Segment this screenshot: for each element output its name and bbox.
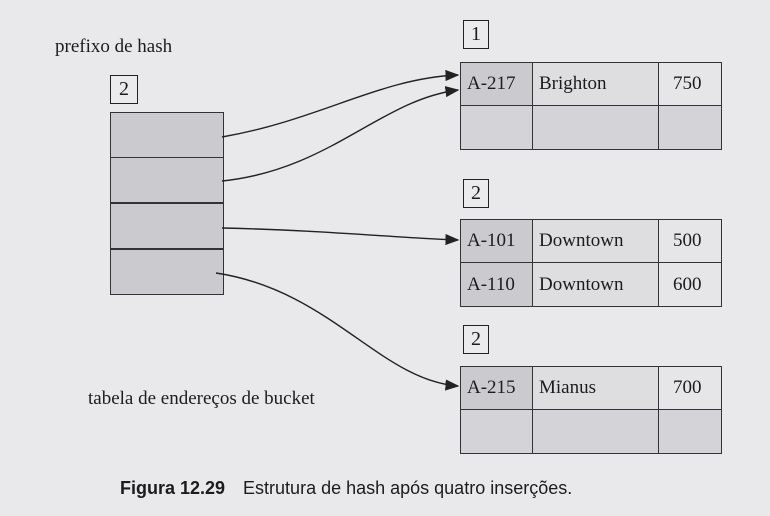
branch-name: Downtown — [533, 220, 659, 262]
bucket-3-empty-slot — [461, 410, 721, 453]
bucket-1-local-depth: 1 — [463, 20, 489, 49]
bucket-3-record: A-215 Mianus 700 — [461, 367, 721, 410]
hash-prefix-label: prefixo de hash — [55, 36, 173, 57]
global-depth-box: 2 — [110, 75, 138, 104]
figure-caption: Figura 12.29 Estrutura de hash após quatr… — [120, 478, 572, 499]
balance: 600 — [659, 263, 721, 306]
pointer-arrow-01 — [221, 86, 460, 182]
bucket-1: A-217 Brighton 750 — [460, 62, 722, 150]
pointer-arrow-10 — [221, 227, 460, 246]
directory-entry-01 — [110, 157, 224, 203]
empty-cell — [461, 410, 533, 453]
bucket-table-label: tabela de endereços de bucket — [88, 388, 315, 409]
bucket-2-record: A-110 Downtown 600 — [461, 263, 721, 306]
account-number: A-215 — [461, 367, 533, 409]
pointer-arrow-11 — [215, 272, 460, 391]
branch-name: Downtown — [533, 263, 659, 306]
bucket-2: A-101 Downtown 500 A-110 Downtown 600 — [460, 219, 722, 307]
directory-entry-10 — [110, 203, 224, 249]
bucket-2-local-depth: 2 — [463, 179, 489, 208]
bucket-3-local-depth: 2 — [463, 325, 489, 354]
directory-entry-11 — [110, 249, 224, 295]
empty-cell — [461, 106, 533, 149]
empty-cell — [533, 106, 659, 149]
balance: 750 — [659, 63, 721, 105]
account-number: A-101 — [461, 220, 533, 262]
bucket-1-record: A-217 Brighton 750 — [461, 63, 721, 106]
pointer-arrow-00 — [221, 69, 460, 138]
bucket-2-record: A-101 Downtown 500 — [461, 220, 721, 263]
branch-name: Mianus — [533, 367, 659, 409]
bucket-3: A-215 Mianus 700 — [460, 366, 722, 454]
balance: 500 — [659, 220, 721, 262]
account-number: A-110 — [461, 263, 533, 306]
empty-cell — [533, 410, 659, 453]
empty-cell — [659, 106, 721, 149]
balance: 700 — [659, 367, 721, 409]
empty-cell — [659, 410, 721, 453]
branch-name: Brighton — [533, 63, 659, 105]
caption-number: Figura 12.29 — [120, 478, 226, 498]
bucket-1-empty-slot — [461, 106, 721, 149]
account-number: A-217 — [461, 63, 533, 105]
caption-text: Estrutura de hash após quatro inserções. — [243, 478, 573, 498]
